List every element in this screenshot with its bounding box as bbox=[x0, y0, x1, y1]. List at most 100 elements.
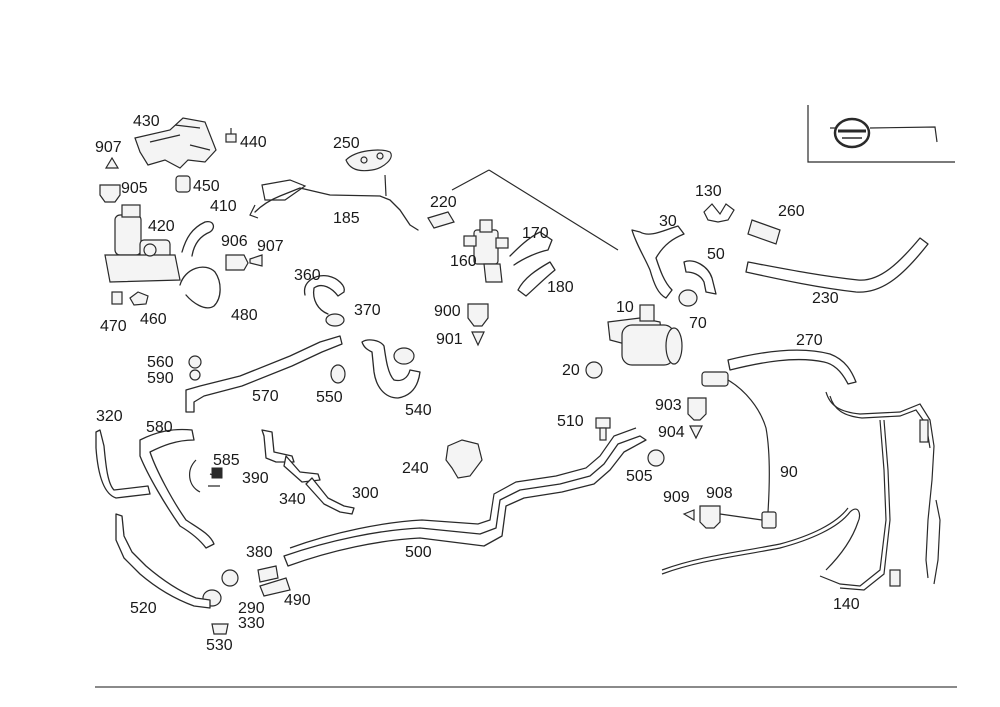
valve-block-420 bbox=[104, 204, 181, 283]
callout-220: 220 bbox=[430, 194, 457, 211]
bolt-470 bbox=[111, 291, 123, 305]
harness-140 bbox=[661, 391, 941, 591]
bracket-240 bbox=[445, 439, 483, 479]
callout-590: 590 bbox=[147, 370, 174, 387]
callout-50: 50 bbox=[707, 246, 725, 263]
pipe-185 bbox=[249, 174, 419, 231]
plug-909 bbox=[682, 509, 695, 522]
plug-907b bbox=[249, 254, 263, 267]
pump-10 bbox=[607, 304, 683, 366]
sensor-cable-90 bbox=[701, 371, 777, 529]
washer-590 bbox=[189, 369, 201, 381]
washer-505 bbox=[647, 449, 665, 467]
callout-360: 360 bbox=[294, 267, 321, 284]
callout-90: 90 bbox=[780, 464, 798, 481]
washer-550 bbox=[330, 364, 346, 384]
plug-901 bbox=[471, 331, 485, 347]
hose-580 bbox=[139, 428, 215, 549]
pipe-570 bbox=[185, 335, 343, 413]
callout-250: 250 bbox=[333, 135, 360, 152]
callout-550: 550 bbox=[316, 389, 343, 406]
callout-520: 520 bbox=[130, 600, 157, 617]
bracket-430 bbox=[134, 117, 217, 169]
callout-30: 30 bbox=[659, 213, 677, 230]
callout-430: 430 bbox=[133, 113, 160, 130]
pipe-520 bbox=[115, 513, 211, 609]
callout-185: 185 bbox=[333, 210, 360, 227]
callout-530: 530 bbox=[206, 637, 233, 654]
nut-460 bbox=[129, 291, 149, 306]
pipe-340 bbox=[283, 455, 321, 483]
callout-500: 500 bbox=[405, 544, 432, 561]
callout-140: 140 bbox=[833, 596, 860, 613]
callout-370: 370 bbox=[354, 302, 381, 319]
callout-380: 380 bbox=[246, 544, 273, 561]
nut-20 bbox=[585, 361, 603, 379]
connector-903 bbox=[687, 397, 707, 421]
callout-170: 170 bbox=[522, 225, 549, 242]
connector-906 bbox=[225, 254, 249, 271]
hose-180 bbox=[517, 261, 556, 297]
callout-10: 10 bbox=[616, 299, 634, 316]
callout-70: 70 bbox=[689, 315, 707, 332]
hose-540 bbox=[361, 339, 421, 399]
connector-905 bbox=[99, 184, 121, 203]
callout-907: 907 bbox=[95, 139, 122, 156]
callout-240: 240 bbox=[402, 460, 429, 477]
clip-130 bbox=[703, 203, 735, 223]
callout-270: 270 bbox=[796, 332, 823, 349]
callout-160: 160 bbox=[450, 253, 477, 270]
callout-20: 20 bbox=[562, 362, 580, 379]
hose-270 bbox=[727, 349, 857, 385]
sleeve-450 bbox=[175, 175, 191, 193]
sleeve-220 bbox=[427, 211, 455, 229]
leader-line bbox=[451, 169, 619, 251]
bolt-510 bbox=[595, 417, 611, 441]
screw-440 bbox=[225, 128, 237, 143]
callout-290: 290 bbox=[238, 600, 265, 617]
callout-450: 450 bbox=[193, 178, 220, 195]
callout-260: 260 bbox=[778, 203, 805, 220]
callout-903: 903 bbox=[655, 397, 682, 414]
hose-230 bbox=[745, 237, 929, 293]
plug-904 bbox=[689, 425, 703, 440]
callout-505: 505 bbox=[626, 468, 653, 485]
callout-420: 420 bbox=[148, 218, 175, 235]
callout-230: 230 bbox=[812, 290, 839, 307]
hose-170 bbox=[509, 231, 553, 266]
callout-585: 585 bbox=[213, 452, 240, 469]
connector-900 bbox=[467, 303, 489, 327]
hose-410 bbox=[181, 221, 215, 257]
sleeve-380 bbox=[257, 565, 279, 583]
callout-410: 410 bbox=[210, 198, 237, 215]
hose-30 bbox=[631, 225, 685, 299]
inset-view bbox=[807, 105, 955, 163]
hose-480 bbox=[179, 266, 221, 309]
callout-510: 510 bbox=[557, 413, 584, 430]
callout-560: 560 bbox=[147, 354, 174, 371]
callout-580: 580 bbox=[146, 419, 173, 436]
callout-904: 904 bbox=[658, 424, 685, 441]
sleeve-490 bbox=[259, 577, 291, 597]
connector-908 bbox=[699, 505, 721, 529]
clamp-370 bbox=[325, 313, 345, 327]
callout-480: 480 bbox=[231, 307, 258, 324]
callout-labels: 430 440 907 905 450 410 420 906 907 470 … bbox=[95, 113, 860, 654]
callout-180: 180 bbox=[547, 279, 574, 296]
gasket-250 bbox=[345, 149, 392, 172]
callout-390: 390 bbox=[242, 470, 269, 487]
hose-360 bbox=[303, 275, 345, 315]
clamp-70 bbox=[678, 289, 698, 307]
callout-901: 901 bbox=[436, 331, 463, 348]
callout-909: 909 bbox=[663, 489, 690, 506]
nut-560 bbox=[188, 355, 202, 369]
callout-906: 906 bbox=[221, 233, 248, 250]
pipe-500 bbox=[283, 427, 647, 567]
grommet-530 bbox=[211, 623, 229, 635]
callout-340: 340 bbox=[279, 491, 306, 508]
pipe-390 bbox=[261, 429, 295, 463]
callout-130: 130 bbox=[695, 183, 722, 200]
callout-440: 440 bbox=[240, 134, 267, 151]
